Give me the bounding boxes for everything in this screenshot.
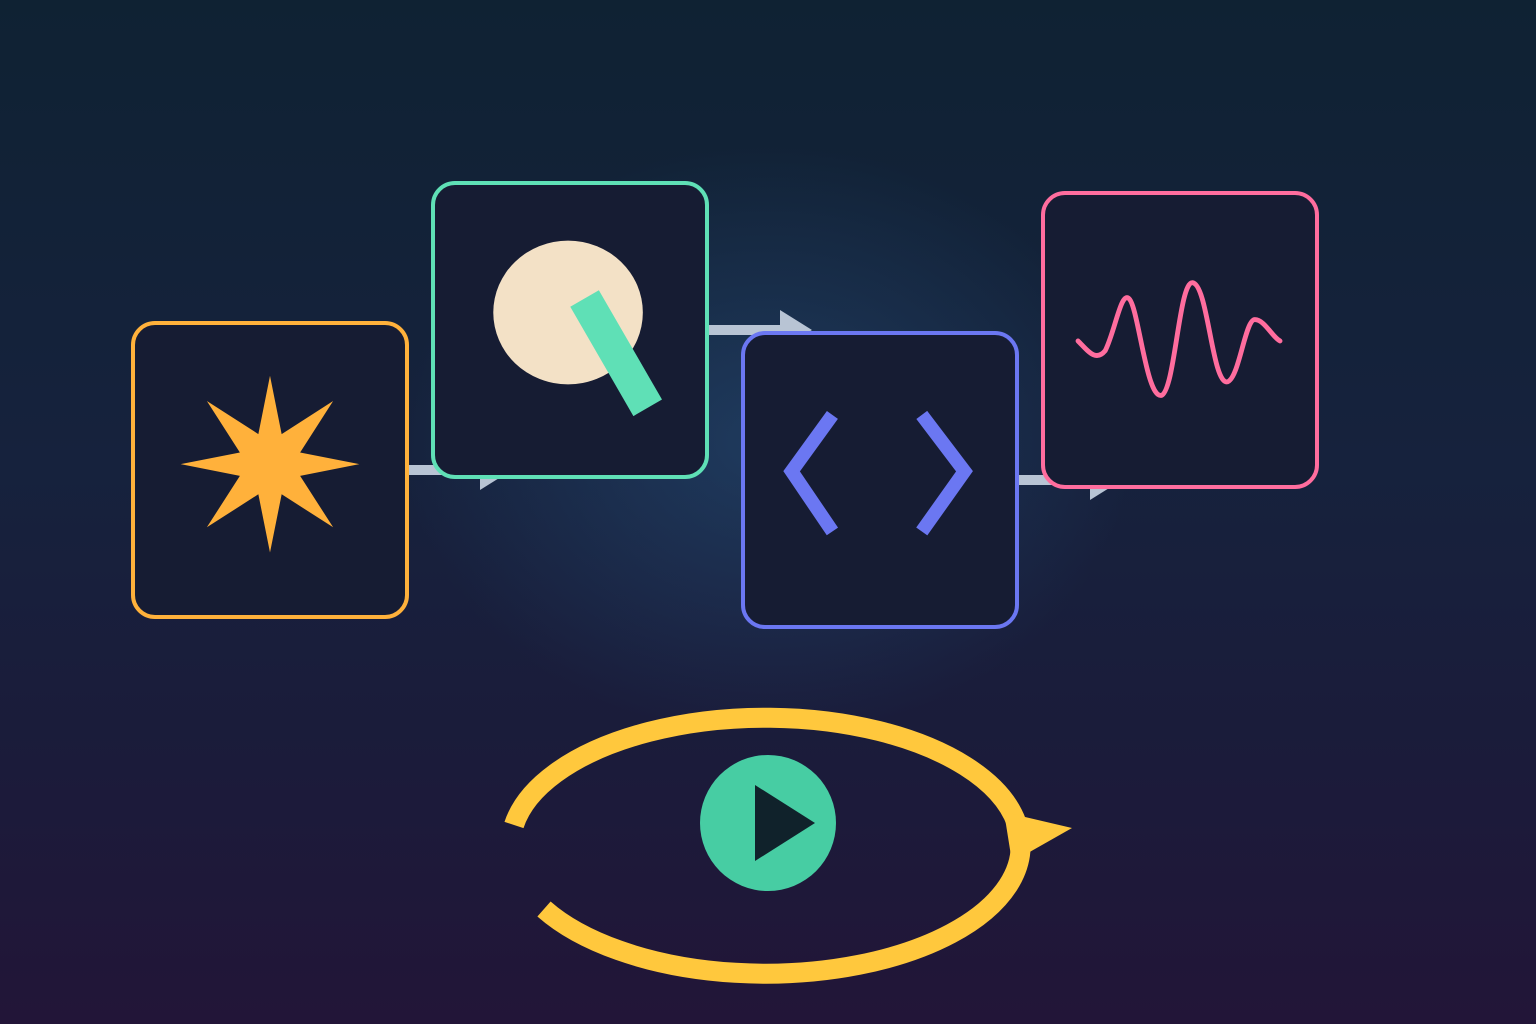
step-card-search[interactable]	[431, 181, 709, 479]
step-card-code[interactable]	[741, 331, 1019, 629]
step-card-wave[interactable]	[1041, 191, 1319, 489]
loop-arrow-icon	[504, 707, 1072, 984]
play-button[interactable]	[700, 755, 836, 891]
step-card-spark[interactable]	[131, 321, 409, 619]
magnifier-icon	[493, 240, 662, 417]
play-icon	[755, 785, 815, 861]
sparkle-icon	[180, 375, 360, 553]
code-brackets-icon	[783, 410, 973, 536]
waveform-icon	[1075, 280, 1283, 398]
